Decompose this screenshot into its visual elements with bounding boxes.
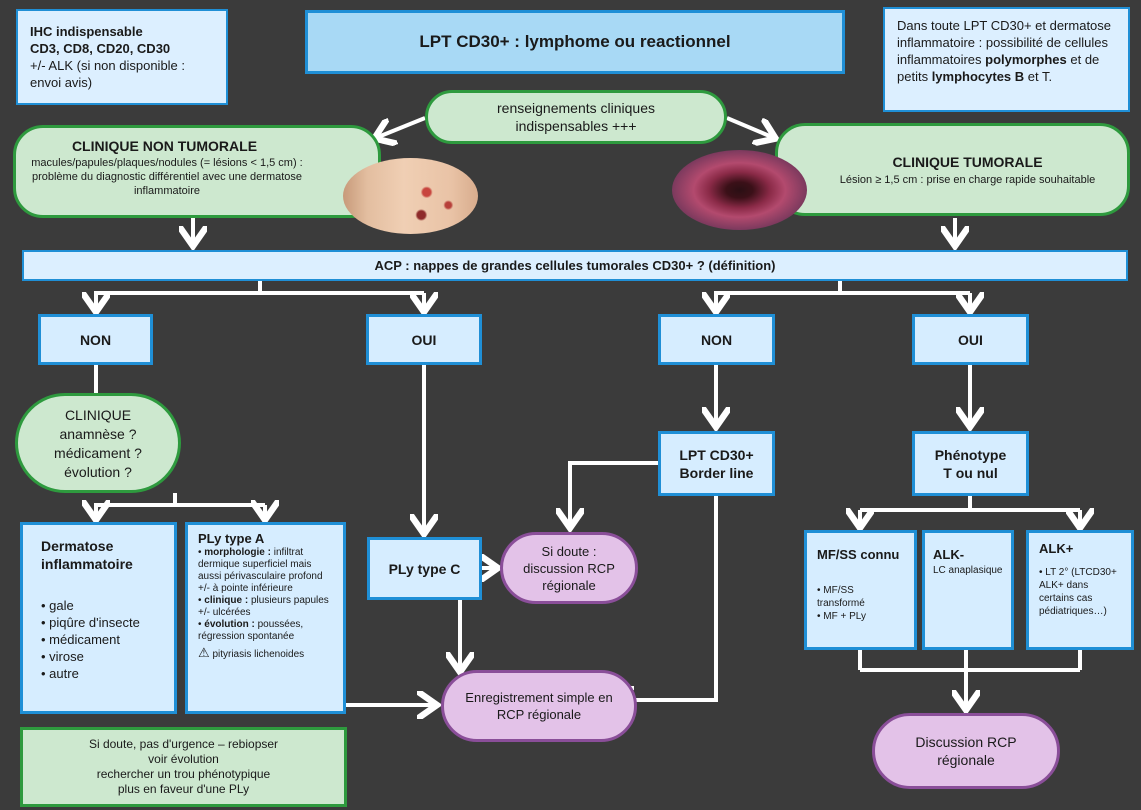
renseignements-text: renseignements cliniques indispensables …: [497, 100, 655, 134]
ply-a-clinique: • clinique : plusieurs papules +/- ulcér…: [198, 595, 329, 618]
non-left-box: NON: [38, 314, 153, 365]
border-line-l1: LPT CD30+: [679, 446, 754, 463]
ply-a-title: PLy type A: [198, 531, 265, 546]
note-bold-2: lymphocytes B: [931, 69, 1025, 84]
enregistrement-text: Enregistrement simple en RCP régionale: [465, 690, 613, 722]
list-item: • LT 2° (LTCD30+ ALK+ dans certains cas …: [1039, 567, 1117, 617]
alk-neg-box: ALK- LC anaplasique: [922, 530, 1014, 650]
page-title-text: LPT CD30+ : lymphome ou reactionnel: [419, 32, 731, 51]
alk-neg-title: ALK-: [933, 547, 965, 562]
oui-left-box: OUI: [366, 314, 482, 365]
border-line-box: LPT CD30+ Border line: [658, 431, 775, 496]
list-item: • virose: [41, 649, 84, 664]
phenotype-l2: T ou nul: [943, 464, 998, 481]
acp-box: ACP : nappes de grandes cellules tumoral…: [22, 250, 1128, 281]
clinique-non-tumorale-title: CLINIQUE NON TUMORALE: [71, 138, 258, 154]
clinique-q-medicament: médicament ?: [54, 445, 142, 461]
list-item: • MF/SS transformé: [817, 585, 865, 609]
non-right-label: NON: [700, 331, 733, 348]
ihc-title: IHC indispensable: [30, 24, 143, 39]
acp-text: ACP : nappes de grandes cellules tumoral…: [374, 258, 776, 273]
list-item: • MF + PLy: [817, 611, 866, 622]
renseignements-box: renseignements cliniques indispensables …: [425, 90, 727, 144]
alk-neg-text: LC anaplasique: [933, 565, 1003, 576]
oui-right-label: OUI: [958, 331, 983, 348]
bottom-note-box: Si doute, pas d'urgence – rebiopser voir…: [20, 727, 347, 807]
clinique-q-evolution: évolution ?: [64, 464, 132, 480]
mfss-box: MF/SS connu • MF/SS transformé • MF + PL…: [804, 530, 917, 650]
note-top-right: Dans toute LPT CD30+ et dermatose inflam…: [883, 7, 1130, 112]
alk-pos-title: ALK+: [1039, 541, 1074, 556]
ply-type-c-box: PLy type C: [367, 537, 482, 600]
bottom-note-l4: plus en faveur d'une PLy: [117, 782, 250, 796]
list-item: • médicament: [41, 632, 120, 647]
non-right-box: NON: [658, 314, 775, 365]
note-text-1: Dans toute LPT CD30+ et dermatose inflam…: [897, 18, 1112, 67]
non-left-label: NON: [79, 331, 112, 348]
ply-a-pityriasis: ⚠ pityriasis lichenoides: [198, 645, 305, 660]
border-line-l2: Border line: [679, 464, 754, 481]
note-text-2: et de petits: [897, 52, 1100, 84]
dermatose-list: • gale • piqûre d'insecte • médicament •…: [41, 597, 156, 682]
bottom-note-l2: voir évolution: [148, 752, 219, 766]
mfss-title: MF/SS connu: [817, 547, 900, 562]
alk-pos-list: • LT 2° (LTCD30+ ALK+ dans certains cas …: [1039, 566, 1121, 618]
si-doute-rcp-box: Si doute : discussion RCP régionale: [500, 532, 638, 604]
discussion-text: Discussion RCP régionale: [915, 734, 1017, 768]
ply-a-morphologie: • morphologie : infiltrat dermique super…: [198, 547, 323, 594]
clinique-tumorale-text: Lésion ≥ 1,5 cm : prise en charge rapide…: [839, 174, 1096, 186]
clinique-q-anamnese: anamnèse ?: [59, 426, 137, 442]
list-item: • gale: [41, 598, 74, 613]
ihc-box: IHC indispensable CD3, CD8, CD20, CD30 +…: [16, 9, 228, 105]
phenotype-box: Phénotype T ou nul: [912, 431, 1029, 496]
skin-papules-photo: [343, 158, 478, 234]
ihc-alk: +/- ALK (si non disponible : envoi avis): [30, 58, 186, 90]
ihc-markers: CD3, CD8, CD20, CD30: [30, 41, 171, 56]
note-text-3: et T.: [1024, 69, 1053, 84]
discussion-box: Discussion RCP régionale: [872, 713, 1060, 789]
oui-left-label: OUI: [411, 331, 437, 348]
clinique-tumorale: CLINIQUE TUMORALE Lésion ≥ 1,5 cm : pris…: [775, 123, 1130, 216]
skin-tumor-photo: [672, 150, 807, 230]
clinique-non-tumorale: CLINIQUE NON TUMORALE macules/papules/pl…: [13, 125, 381, 218]
list-item: • piqûre d'insecte: [41, 615, 140, 630]
bottom-note-l3: rechercher un trou phénotypique: [96, 767, 271, 781]
dermatose-title: Dermatose inflammatoire: [41, 538, 133, 572]
clinique-non-tumorale-text: macules/papules/plaques/nodules (= lésio…: [31, 157, 303, 197]
enregistrement-box: Enregistrement simple en RCP régionale: [441, 670, 637, 742]
si-doute-rcp-text: Si doute : discussion RCP régionale: [523, 543, 615, 593]
warning-icon: ⚠: [198, 645, 210, 660]
bottom-note-l1: Si doute, pas d'urgence – rebiopser: [88, 737, 279, 751]
ply-c-label: PLy type C: [388, 560, 461, 577]
alk-pos-box: ALK+ • LT 2° (LTCD30+ ALK+ dans certains…: [1026, 530, 1134, 650]
clinique-questions: CLINIQUE anamnèse ? médicament ? évoluti…: [15, 393, 181, 493]
ply-type-a-box: PLy type A • morphologie : infiltrat der…: [185, 522, 346, 714]
note-bold-1: polymorphes: [985, 52, 1067, 67]
clinique-q-title: CLINIQUE: [64, 407, 132, 423]
list-item: • autre: [41, 666, 79, 681]
phenotype-l1: Phénotype: [934, 446, 1007, 463]
oui-right-box: OUI: [912, 314, 1029, 365]
dermatose-box: Dermatose inflammatoire • gale • piqûre …: [20, 522, 177, 714]
ply-a-evolution: • évolution : poussées, régression spont…: [198, 619, 304, 642]
mfss-list: • MF/SS transformé • MF + PLy: [817, 584, 904, 623]
clinique-tumorale-title: CLINIQUE TUMORALE: [892, 154, 1043, 170]
page-title: LPT CD30+ : lymphome ou reactionnel: [305, 10, 845, 74]
